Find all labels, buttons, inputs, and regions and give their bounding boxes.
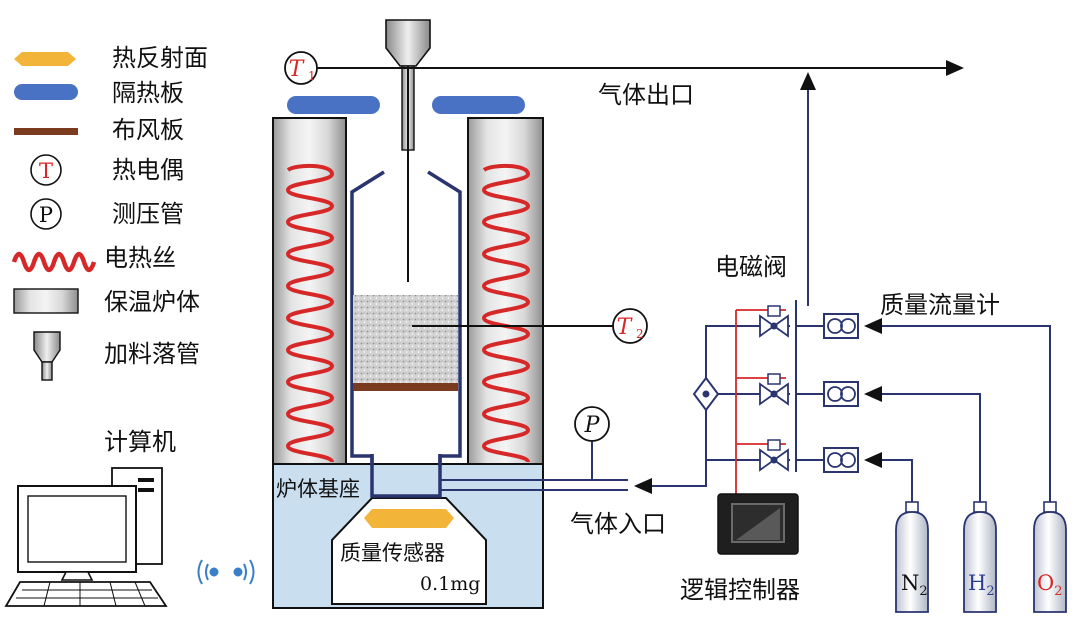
wireless-signal-icon: [197, 559, 255, 585]
legend-label: 测压管: [112, 200, 184, 228]
heat-reflector: [364, 509, 454, 528]
computer-label: 计算机: [104, 428, 176, 456]
svg-text:T: T: [617, 315, 634, 340]
legend-item-reflector: 热反射面: [14, 44, 208, 72]
gas-bottles: N2 H2 O2: [895, 501, 1067, 613]
mass-flow-meters: [823, 313, 859, 473]
pressure-gauge: P: [574, 406, 610, 442]
gas-label: O2: [1037, 571, 1063, 599]
gas-bottle-n2: N2: [895, 501, 929, 613]
insulation-plate-icon: [14, 84, 78, 100]
gas-label: N2: [901, 571, 928, 599]
svg-text:1: 1: [308, 69, 316, 83]
pressure-tube-icon: P: [30, 198, 62, 230]
mass-flow-meter-label: 质量流量计: [880, 291, 1000, 319]
legend-label: 隔热板: [112, 79, 184, 107]
legend-label: 加料落管: [104, 340, 200, 368]
computer-icon: [4, 467, 168, 607]
solenoid-valve-label: 电磁阀: [715, 253, 787, 281]
legend-label: 热电偶: [112, 156, 184, 184]
gas-inlet-label: 气体入口: [570, 510, 666, 538]
legend-item-furnace: 保温炉体: [13, 288, 200, 316]
gas-inlet-pipe: [440, 394, 707, 494]
air-distributor-icon: [14, 128, 78, 135]
gas-outlet-label: 气体出口: [598, 81, 694, 109]
feed-tube: [385, 19, 431, 282]
left-heating-coil: [285, 163, 335, 464]
logic-controller: [717, 493, 799, 555]
reactor-tube: [350, 170, 462, 498]
valve-bus: [795, 300, 824, 472]
right-furnace-wall: [467, 117, 544, 465]
furnace-base-label: 炉体基座: [276, 477, 360, 501]
solenoid-valves: [759, 305, 789, 472]
solenoid-valve-3: [759, 439, 789, 472]
legend-item-insulation: 隔热板: [14, 79, 184, 107]
mass-flow-meter-1: [823, 313, 859, 339]
right-heating-coil: [481, 163, 531, 464]
mass-sensor-label: 质量传感器: [340, 541, 445, 565]
svg-text:P: P: [584, 413, 601, 438]
svg-text:T: T: [39, 159, 53, 183]
gas-label: H2: [968, 571, 995, 599]
manifold-junction-icon: [692, 376, 720, 412]
furnace: 质量传感器 0.1mg 炉体基座: [272, 19, 544, 609]
legend-item-pressure: P 测压管: [30, 198, 184, 230]
gas-bottle-h2: H2: [963, 501, 997, 613]
thermocouple-t1: T 1: [284, 51, 318, 85]
sensor-precision: 0.1mg: [420, 573, 480, 595]
insulated-furnace-icon: [13, 288, 79, 314]
insulation-plate-right: [432, 96, 525, 114]
heat-reflector-icon: [14, 52, 76, 66]
thermocouple-t2: T 2: [612, 308, 648, 344]
heating-wire-icon: [11, 251, 97, 273]
supply-lines: [864, 318, 1051, 504]
logic-controller-label: 逻辑控制器: [680, 576, 800, 604]
legend-label: 热反射面: [112, 44, 208, 72]
legend-item-thermocouple: T 热电偶: [30, 154, 184, 186]
legend-item-feed-tube: 加料落管: [33, 331, 200, 381]
mass-flow-meter-2: [823, 381, 859, 407]
legend: 热反射面 隔热板 布风板 T 热电偶 P 测压管 电热丝: [11, 44, 208, 381]
thermocouple-icon: T: [30, 154, 62, 186]
left-furnace-wall: [272, 117, 347, 465]
solenoid-valve-2: [759, 373, 789, 406]
svg-text:2: 2: [636, 327, 644, 341]
legend-label: 保温炉体: [104, 288, 200, 316]
svg-text:P: P: [39, 203, 53, 227]
svg-text:T: T: [289, 57, 306, 82]
sample-bed: [353, 295, 458, 383]
feed-tube-icon: [33, 331, 61, 381]
legend-item-distributor: 布风板: [14, 116, 184, 144]
gas-bottle-o2: O2: [1033, 501, 1067, 613]
legend-item-heating-wire: 电热丝: [11, 244, 176, 273]
mass-flow-meter-3: [823, 447, 859, 473]
legend-label: 布风板: [112, 116, 184, 144]
insulation-plate-left: [287, 96, 380, 114]
air-distributor-plate: [353, 383, 458, 391]
legend-label: 电热丝: [104, 244, 176, 272]
solenoid-valve-1: [759, 305, 789, 338]
